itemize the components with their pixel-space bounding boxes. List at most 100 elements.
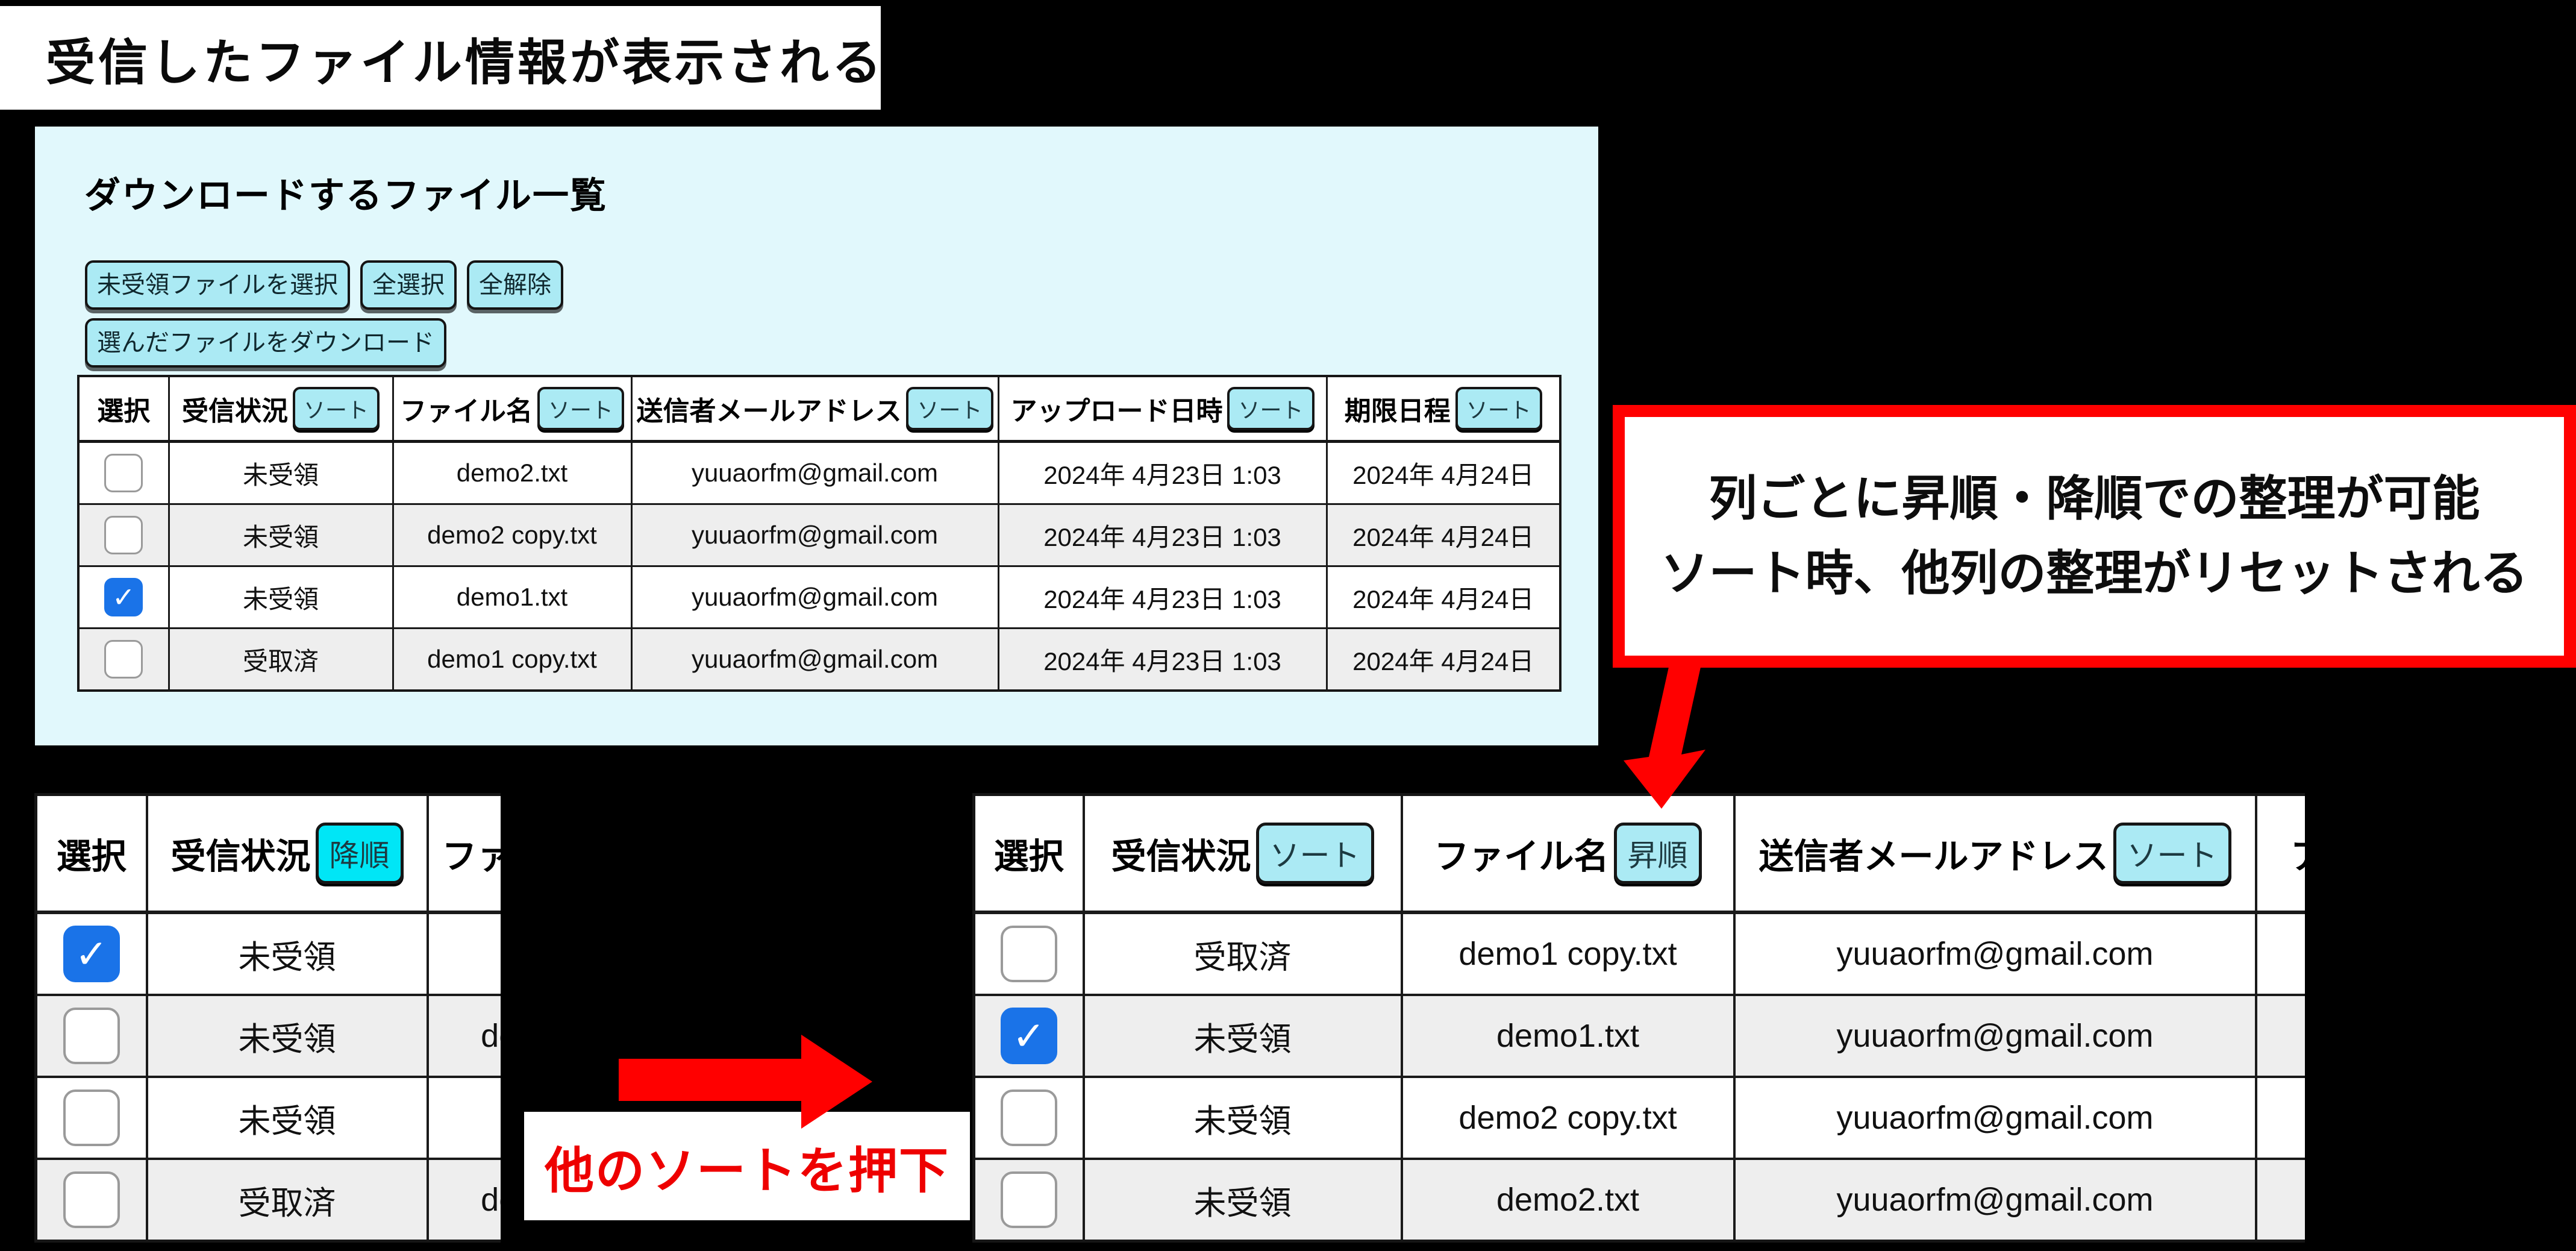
col-uploaded: アップロード日時 [2254,793,2305,914]
row-checkbox[interactable] [104,516,143,554]
row-checkbox[interactable] [104,578,143,616]
col-uploaded: アップロード日時ソート [997,375,1328,443]
sort-uploaded-button[interactable]: ソート [1227,387,1315,430]
table-row: 受取済 demo1 copy.txt [34,1158,501,1243]
step-label-text: 他のソートを押下 [544,1143,949,1199]
cell-uploaded [2254,994,2305,1078]
cell-email: yuuaorfm@gmail.com [630,503,999,567]
cell-status: 未受領 [167,441,394,505]
table-row: 受取済 demo1 copy.txt yuuaorfm@gmail.com [972,911,2305,996]
sort-email-button[interactable]: ソート [906,387,993,430]
cell-file: demo2 copy.txt [392,503,633,567]
cell-file: demo1.txt [426,911,501,996]
callout-box: 列ごとに昇順・降順での整理が可能 ソート時、他列の整理がリセットされる [1613,405,2576,668]
table-row: 未受領 demo2 copy.txt yuuaorfm@gmail.com 20… [77,503,1562,567]
sort-status-button[interactable]: ソート [292,387,380,430]
cell-email: yuuaorfm@gmail.com [1733,911,2257,996]
row-checkbox[interactable] [104,454,143,492]
cell-file: demo1.txt [392,565,633,629]
table-row: 未受領 demo2 copy.txt [34,994,501,1078]
cell-email: yuuaorfm@gmail.com [630,565,999,629]
col-status: 受信状況ソート [1082,793,1403,914]
cell-uploaded [2254,1076,2305,1160]
row-checkbox[interactable] [63,1171,120,1228]
banner-text: 受信したファイル情報が表示される [46,35,885,90]
row-checkbox[interactable] [1000,926,1057,982]
row-checkbox[interactable] [63,926,120,982]
table-row: 未受領 demo2 copy.txt yuuaorfm@gmail.com [972,1076,2305,1160]
download-panel: ダウンロードするファイル一覧 未受領ファイルを選択 全選択 全解除 選んだファイ… [35,127,1598,745]
row-checkbox[interactable] [104,640,143,679]
sort-status-desc-button[interactable]: 降順 [315,823,404,884]
row-checkbox[interactable] [1000,1090,1057,1146]
col-file: ファイル名ソート [392,375,633,443]
col-email: 送信者メールアドレスソート [630,375,999,443]
cell-file: demo2.txt [392,441,633,505]
table-header-row: 選択 受信状況ソート ファイル名ソート 送信者メールアドレスソート アップロード… [77,375,1562,443]
cell-email: yuuaorfm@gmail.com [1733,994,2257,1078]
callout-line2: ソート時、他列の整理がリセットされる [1660,547,2528,600]
sort-status-button[interactable]: ソート [1255,823,1374,884]
cell-email: yuuaorfm@gmail.com [1733,1158,2257,1243]
callout-line1: 列ごとに昇順・降順での整理が可能 [1708,472,2480,525]
select-unreceived-button[interactable]: 未受領ファイルを選択 [85,260,350,310]
cell-status: 未受領 [167,503,394,567]
action-button-row: 未受領ファイルを選択 全選択 全解除 [85,260,563,310]
table-row: 受取済 demo1 copy.txt yuuaorfm@gmail.com 20… [77,627,1562,692]
col-status: 受信状況降順 [145,793,429,914]
row-checkbox[interactable] [63,1008,120,1064]
cell-file: demo2.txt [426,1076,501,1160]
row-checkbox[interactable] [1000,1171,1057,1228]
cell-file: demo1.txt [1400,994,1736,1078]
table-row: 未受領 demo2.txt yuuaorfm@gmail.com 2024年 4… [77,441,1562,505]
table-row: 未受領 demo2.txt yuuaorfm@gmail.com [972,1158,2305,1243]
sort-email-button[interactable]: ソート [2113,823,2231,884]
cell-email: yuuaorfm@gmail.com [630,627,999,692]
col-email: 送信者メールアドレスソート [1733,793,2257,914]
cell-status: 受取済 [145,1158,429,1243]
cell-status: 未受領 [145,1076,429,1160]
col-status: 受信状況ソート [167,375,394,443]
cell-file: demo2.txt [1400,1158,1736,1243]
col-select: 選択 [34,793,148,914]
sort-file-asc-button[interactable]: 昇順 [1613,823,1702,884]
cell-status: 未受領 [1082,1076,1403,1160]
cell-status: 受取済 [1082,911,1403,996]
download-selected-button[interactable]: 選んだファイルをダウンロード [85,318,446,368]
cell-file: demo1 copy.txt [392,627,633,692]
cell-deadline: 2024年 4月24日 [1325,441,1562,505]
cell-status: 受取済 [167,627,394,692]
cell-uploaded: 2024年 4月23日 1:03 [997,565,1328,629]
cell-status: 未受領 [145,994,429,1078]
table-row: 未受領 demo1.txt [34,911,501,996]
cell-uploaded: 2024年 4月23日 1:03 [997,441,1328,505]
clear-all-button[interactable]: 全解除 [467,260,563,310]
cell-deadline: 2024年 4月24日 [1325,627,1562,692]
select-all-button[interactable]: 全選択 [360,260,457,310]
cell-status: 未受領 [167,565,394,629]
table-row: 未受領 demo1.txt yuuaorfm@gmail.com [972,994,2305,1078]
cell-uploaded: 2024年 4月23日 1:03 [997,503,1328,567]
cell-file: demo1 copy.txt [426,1158,501,1243]
col-select: 選択 [972,793,1085,914]
row-checkbox[interactable] [1000,1008,1057,1064]
callout-arrow-down-icon [1624,667,1705,809]
cell-deadline: 2024年 4月24日 [1325,503,1562,567]
table-row: 未受領 demo2.txt [34,1076,501,1160]
cell-status: 未受領 [1082,1158,1403,1243]
transition-arrow-right-icon [619,1035,872,1129]
sort-file-button[interactable]: ソート [537,387,624,430]
sort-deadline-button[interactable]: ソート [1455,387,1542,430]
cell-uploaded [2254,911,2305,996]
cell-status: 未受領 [1082,994,1403,1078]
cell-file: demo2 copy.txt [426,994,501,1078]
step-label: 他のソートを押下 [524,1112,970,1220]
col-deadline: 期限日程ソート [1325,375,1562,443]
row-checkbox[interactable] [63,1090,120,1146]
